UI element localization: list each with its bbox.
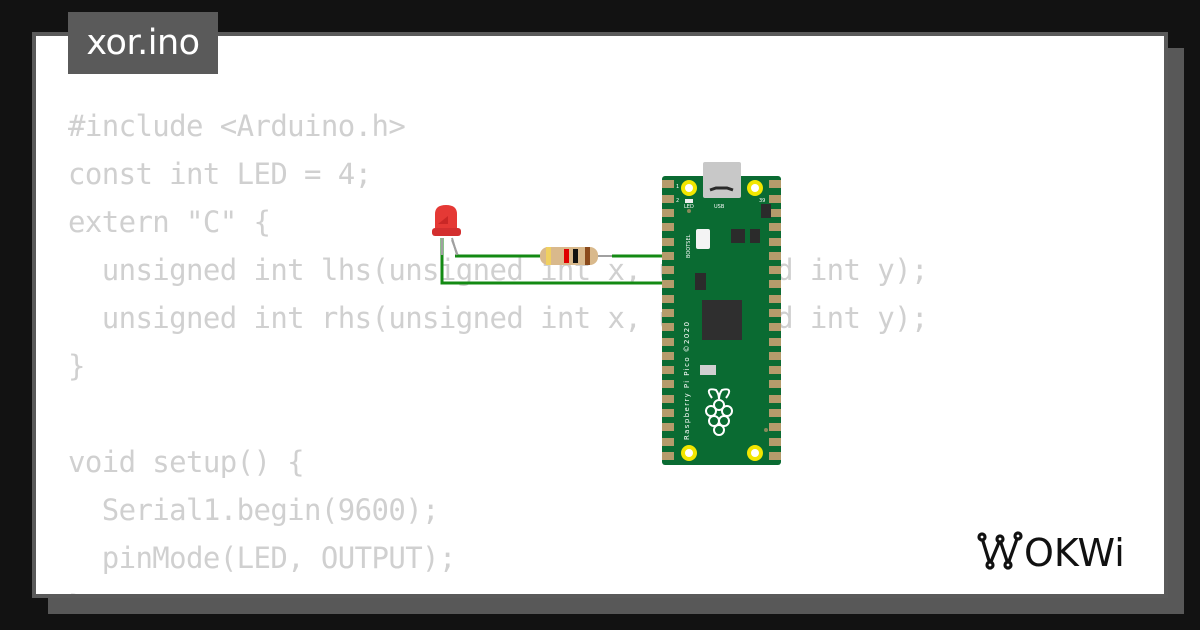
wokwi-logo: OKWi bbox=[977, 531, 1125, 574]
code-line: } bbox=[68, 349, 85, 383]
code-line: Serial1.begin(9600); bbox=[68, 493, 440, 527]
resistor bbox=[540, 247, 598, 265]
label-led: LED bbox=[684, 204, 694, 210]
raspberry-pi-pico-board: LED USB 1 2 39 BOOTSEL Raspberry Pi Pico… bbox=[662, 162, 781, 465]
code-line: #include <Arduino.h> bbox=[68, 109, 406, 143]
code-line: pinMode(LED, OUTPUT); bbox=[68, 541, 457, 575]
code-listing: #include <Arduino.h> const int LED = 4; ex… bbox=[68, 102, 928, 594]
code-line: unsigned int lhs(unsigned int x, unsigne… bbox=[68, 253, 929, 287]
label-usb: USB bbox=[714, 204, 725, 210]
wokwi-logo-text: OKWi bbox=[1024, 531, 1125, 574]
board-silkscreen: Raspberry Pi Pico ©2020 bbox=[683, 321, 691, 440]
label-pin39: 39 bbox=[759, 198, 765, 204]
led-red bbox=[432, 205, 461, 256]
label-bootsel: BOOTSEL bbox=[686, 234, 692, 258]
rp2040-chip bbox=[702, 300, 742, 340]
raspberry-pi-logo bbox=[705, 388, 733, 436]
code-line: } bbox=[68, 582, 928, 594]
bootsel-button bbox=[696, 229, 710, 249]
code-line: extern "C" { bbox=[68, 205, 271, 239]
card-content: #include <Arduino.h> const int LED = 4; ex… bbox=[36, 36, 1164, 594]
usb-port bbox=[703, 162, 741, 198]
file-name-tab[interactable]: xor.ino bbox=[68, 12, 218, 74]
code-line: void setup() { bbox=[68, 445, 305, 479]
project-card: #include <Arduino.h> const int LED = 4; ex… bbox=[32, 32, 1168, 598]
label-pin2: 2 bbox=[676, 198, 679, 204]
code-line: const int LED = 4; bbox=[68, 157, 372, 191]
label-pin1: 1 bbox=[676, 184, 679, 190]
